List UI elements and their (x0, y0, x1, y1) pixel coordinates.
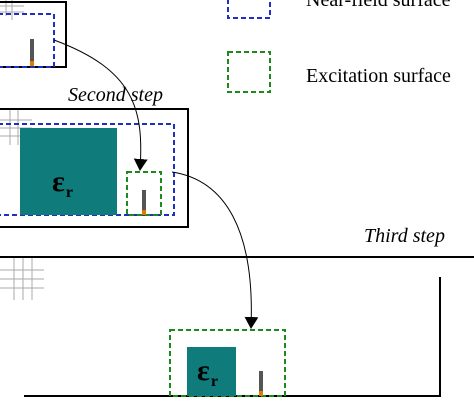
first-step-antenna (30, 39, 34, 66)
legend-nearfield-swatch (227, 0, 271, 19)
third-step-permittivity-label: εr (197, 354, 218, 390)
legend-excitation-swatch (227, 51, 271, 93)
legend: Near-field surface Excitation surface (227, 0, 451, 93)
legend-excitation-label: Excitation surface (306, 65, 451, 87)
third-step-dielectric-block (187, 347, 236, 396)
first-step-group (0, 0, 67, 68)
second-step-nearfield-box (0, 123, 175, 216)
second-step-domain-box (0, 108, 189, 228)
third-step-antenna (259, 371, 263, 396)
third-step-domain-outline (24, 277, 441, 397)
second-step-dielectric-block (20, 128, 117, 215)
second-step-grid (0, 110, 32, 145)
second-step-excitation-box (126, 171, 162, 216)
second-step-permittivity-label: εr (52, 165, 73, 201)
second-step-group: εr (0, 108, 189, 228)
third-step-grid (0, 258, 44, 300)
third-step-excitation-box (169, 329, 286, 397)
third-step-label: Third step (364, 225, 445, 247)
second-step-antenna (142, 190, 146, 215)
arrow-second-to-third (171, 171, 259, 329)
second-step-label: Second step (68, 84, 163, 106)
legend-nearfield-label: Near-field surface (306, 0, 451, 11)
first-step-nearfield-box (0, 13, 55, 68)
first-step-domain-box (0, 1, 67, 68)
third-step-group: εr (0, 256, 474, 397)
arrow-first-to-second (53, 39, 148, 171)
